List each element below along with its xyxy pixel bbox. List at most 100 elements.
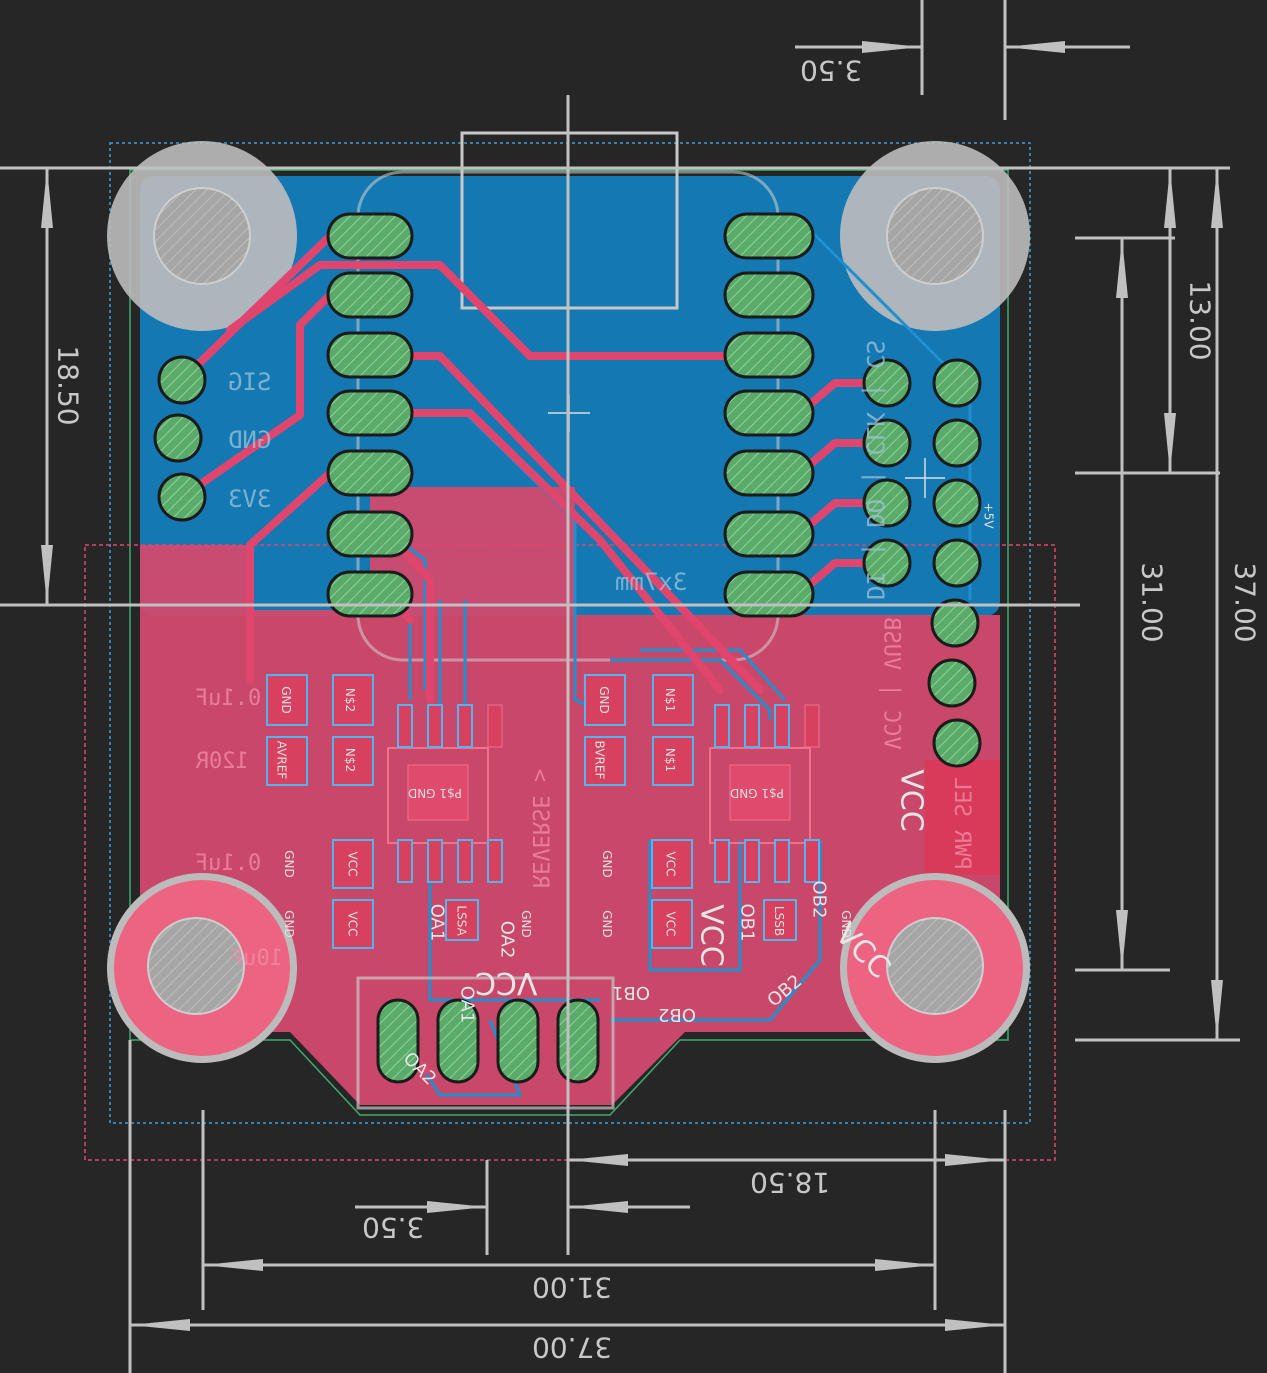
pad-do[interactable] bbox=[862, 418, 912, 468]
power-pad[interactable] bbox=[932, 538, 982, 588]
label-n2: N$2 bbox=[343, 688, 357, 712]
net-ob2-b: OB2 bbox=[658, 1004, 696, 1025]
net-ob1-b: OB1 bbox=[612, 982, 650, 1003]
label-gnd8: GND bbox=[839, 910, 853, 938]
power-pad[interactable] bbox=[932, 418, 982, 468]
header-pad[interactable] bbox=[723, 510, 815, 558]
header-pad[interactable] bbox=[723, 212, 815, 260]
right-header bbox=[723, 212, 815, 618]
silk-pwr-sel: PWR SEL bbox=[949, 777, 974, 870]
label-n2b: N$2 bbox=[343, 748, 357, 772]
label-n1b: N$1 bbox=[663, 748, 677, 772]
header-pad[interactable] bbox=[723, 570, 815, 618]
res-pad[interactable] bbox=[584, 736, 626, 786]
net-oa2: OA2 bbox=[496, 921, 517, 959]
bottom-keepout-outline bbox=[109, 142, 1031, 1124]
silk-5v: +5V bbox=[981, 503, 995, 530]
pad-sig[interactable] bbox=[157, 355, 207, 405]
header-pad[interactable] bbox=[723, 389, 815, 437]
label-vcc3: VCC bbox=[663, 852, 677, 877]
power-pad[interactable] bbox=[932, 358, 982, 408]
cap-pad[interactable] bbox=[332, 839, 374, 889]
net-ob1: OB1 bbox=[736, 904, 757, 942]
dim-top-offset: 3.50 bbox=[800, 54, 862, 87]
header-pad[interactable] bbox=[326, 570, 414, 618]
cap-pad[interactable] bbox=[266, 674, 308, 726]
dim-bottom-31: 31.00 bbox=[532, 1271, 612, 1304]
label-n1: N$1 bbox=[663, 688, 677, 712]
lssb-pad[interactable] bbox=[763, 899, 797, 941]
pad-3v3[interactable] bbox=[157, 472, 207, 522]
silk-vcc-vusb: VCC | VUSB bbox=[879, 617, 904, 749]
pad-oa2[interactable] bbox=[376, 998, 420, 1084]
label-gnd5: GND bbox=[600, 850, 614, 878]
label-lssb: LSSB bbox=[772, 906, 786, 936]
lssa-pad[interactable] bbox=[445, 899, 479, 941]
label-gnd4: GND bbox=[282, 910, 296, 938]
header-pad[interactable] bbox=[326, 212, 414, 260]
cap-pad[interactable] bbox=[651, 839, 693, 889]
header-pad[interactable] bbox=[723, 271, 815, 319]
top-copper-pour bbox=[140, 487, 1000, 1105]
res-pad[interactable] bbox=[332, 736, 374, 786]
power-pad[interactable] bbox=[930, 598, 980, 648]
label-gnd: GND bbox=[279, 686, 293, 714]
dim-left-height: 18.50 bbox=[52, 345, 85, 425]
silk-cap1: 0.1uF bbox=[195, 686, 261, 711]
header-pad[interactable] bbox=[326, 510, 414, 558]
silk-gnd: GND bbox=[228, 426, 271, 454]
cap-pad[interactable] bbox=[652, 674, 694, 726]
pad-ob2-conn[interactable] bbox=[556, 998, 600, 1084]
cap-pad[interactable] bbox=[651, 899, 693, 949]
label-gnd6: GND bbox=[600, 910, 614, 938]
label-vcc2: VCC bbox=[345, 912, 359, 937]
top-keepout-outline bbox=[84, 544, 1056, 1161]
pad-di[interactable] bbox=[862, 358, 912, 408]
label-ic-b: P$1 GND bbox=[730, 786, 784, 800]
header-pad[interactable] bbox=[326, 331, 414, 379]
spi-pads bbox=[862, 358, 912, 588]
header-pad[interactable] bbox=[723, 331, 815, 379]
header-pad[interactable] bbox=[326, 271, 414, 319]
label-lssa: LSSA bbox=[455, 905, 469, 936]
label-gnd3: GND bbox=[282, 850, 296, 878]
cap-pad[interactable] bbox=[332, 899, 374, 949]
silk-cap3: 10uF bbox=[230, 946, 283, 971]
res-pad[interactable] bbox=[266, 736, 308, 786]
dim-right-31: 31.00 bbox=[1136, 562, 1169, 642]
pad-cs[interactable] bbox=[862, 538, 912, 588]
power-pad[interactable] bbox=[927, 658, 977, 708]
label-vcc: VCC bbox=[345, 852, 359, 877]
silk-reverse: REVERSE > bbox=[527, 769, 552, 888]
pad-ob1-conn[interactable] bbox=[496, 998, 540, 1084]
header-pad[interactable] bbox=[326, 449, 414, 497]
dim-right-13: 13.00 bbox=[1184, 280, 1217, 360]
pad-clk[interactable] bbox=[862, 478, 912, 528]
silk-vcc-right: VCC bbox=[894, 769, 929, 831]
silk-size: 3x7mm bbox=[615, 568, 687, 596]
header-pad[interactable] bbox=[723, 449, 815, 497]
net-ob2: OB2 bbox=[808, 881, 829, 919]
dim-right-37: 37.00 bbox=[1229, 562, 1262, 642]
pad-oa1[interactable] bbox=[436, 998, 480, 1084]
pwr-sel-pour bbox=[925, 760, 1000, 875]
cap-pad[interactable] bbox=[332, 674, 374, 726]
silk-sig: SIG bbox=[228, 368, 271, 396]
pad-gnd[interactable] bbox=[153, 413, 203, 463]
label-bvref: BVREF bbox=[592, 741, 606, 780]
label-gnd-b: GND bbox=[597, 686, 611, 714]
header-pad[interactable] bbox=[326, 389, 414, 437]
power-pad[interactable] bbox=[932, 478, 982, 528]
dim-bottom-37: 37.00 bbox=[532, 1331, 612, 1364]
silk-res1: 120R bbox=[195, 749, 249, 774]
label-vcc4: VCC bbox=[663, 912, 677, 937]
power-pad[interactable] bbox=[932, 718, 982, 768]
cap-pad[interactable] bbox=[584, 674, 626, 726]
res-pad[interactable] bbox=[652, 736, 694, 786]
signal-connector bbox=[153, 355, 207, 522]
label-ic-a: P$1 GND bbox=[408, 786, 462, 800]
left-header bbox=[326, 212, 414, 618]
silk-spi: DI | DO | CLK | CS bbox=[861, 340, 889, 600]
